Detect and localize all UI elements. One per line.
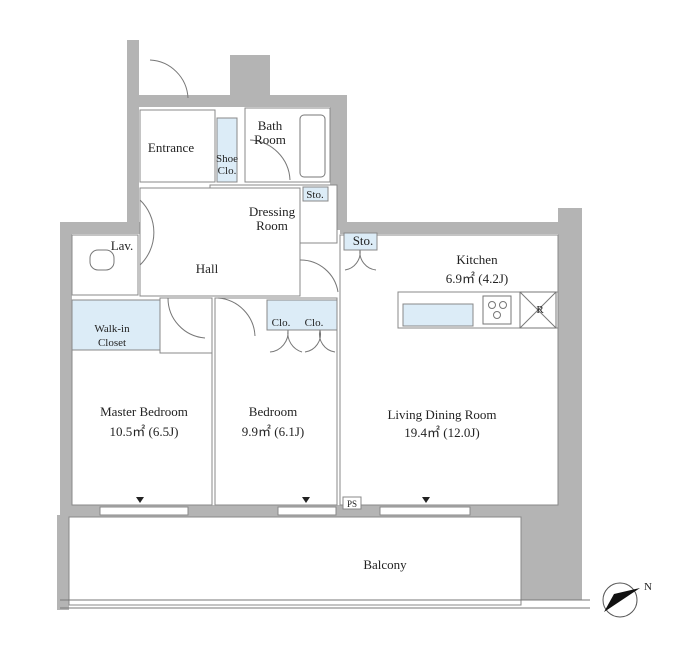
balcony-label: Balcony	[363, 557, 407, 572]
pipe-space	[342, 496, 362, 510]
entrance-label: Entrance	[148, 140, 194, 155]
hall-area	[139, 187, 301, 297]
pipe-space-label: PS	[347, 499, 357, 509]
refrigerator-label: R	[536, 304, 544, 316]
lavatory-label: Lav.	[111, 238, 134, 253]
window-arrow-icon	[136, 497, 144, 503]
bath-room-area	[244, 107, 331, 183]
entrance-area	[139, 109, 216, 183]
storage-1	[302, 186, 329, 202]
lavatory-area	[71, 234, 139, 296]
compass-icon: N	[602, 581, 652, 618]
master-bedroom-label: Master Bedroom	[100, 404, 188, 419]
living-dining-area-text: 19.4㎡ (12.0J)	[404, 425, 479, 440]
living-dining-label: Living Dining Room	[387, 407, 496, 422]
bedroom-area	[214, 297, 338, 506]
storage-2-label: Sto.	[353, 233, 374, 248]
bath-room-label: Bath	[258, 118, 283, 133]
master-bedroom-area	[71, 349, 213, 506]
window-arrow-icon	[422, 497, 430, 503]
balcony-area	[68, 516, 522, 606]
master-bedroom-area-text: 10.5㎡ (6.5J)	[110, 424, 179, 439]
hall-label: Hall	[196, 261, 219, 276]
closets	[266, 299, 338, 331]
kitchen-area: 6.9㎡ (4.2J)	[446, 271, 508, 286]
doors	[139, 59, 377, 353]
kitchen-label: Kitchen	[456, 252, 498, 267]
dressing-room-label: Dressing	[249, 204, 296, 219]
shoe-closet-label: Shoe	[216, 153, 238, 165]
storage-1-label: Sto.	[306, 189, 324, 201]
living-dining-area	[339, 234, 559, 506]
bath-room-label: Room	[254, 132, 286, 147]
shoe-closet-label: Clo.	[218, 165, 237, 177]
shoe-closet	[216, 117, 238, 183]
walk-in-closet-label: Walk-in	[94, 323, 130, 335]
window-arrow-icon	[302, 497, 310, 503]
walls	[57, 40, 582, 610]
dressing-room-label: Room	[256, 218, 288, 233]
windows	[99, 497, 471, 516]
bedroom-area-text: 9.9㎡ (6.1J)	[242, 424, 304, 439]
closet-2-label: Clo.	[305, 317, 324, 329]
north-label: N	[644, 581, 652, 593]
bedroom-label: Bedroom	[249, 404, 297, 419]
closet-1-label: Clo.	[272, 317, 291, 329]
walk-in-closet-label: Closet	[98, 337, 126, 349]
